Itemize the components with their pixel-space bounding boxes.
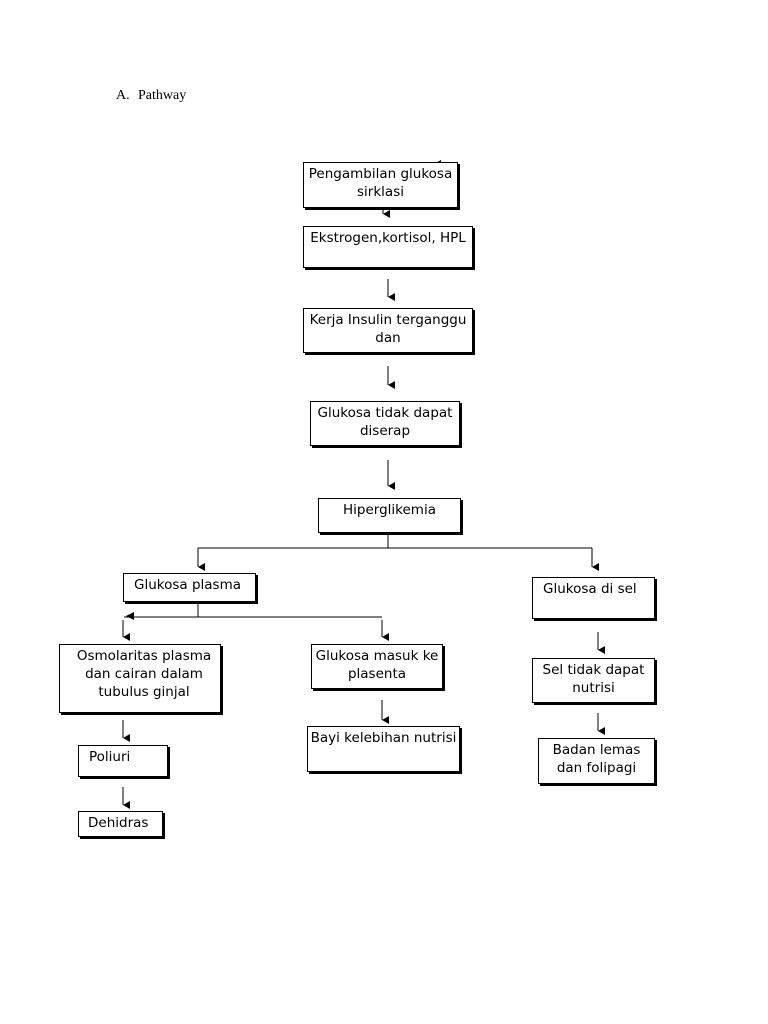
node-glukosa-plasma-label: Glukosa plasma	[134, 577, 242, 593]
node-bayi-kelebihan-nutrisi: Bayi kelebihan nutrisi	[307, 726, 460, 772]
node-glukosa-plasma: Glukosa plasma	[123, 573, 256, 602]
node-osmolaritas: Osmolaritas plasma dan cairan dalam tubu…	[59, 644, 221, 713]
node-badan-lemas: Badan lemas dan folipagi	[538, 738, 655, 784]
node-glukosa-masuk-label: Glukosa masuk ke plasenta	[315, 648, 439, 682]
node-bayi-label: Bayi kelebihan nutrisi	[310, 730, 457, 746]
node-glukosa-di-sel: Glukosa di sel	[532, 577, 655, 619]
node-kerja-insulin-label: Kerja Insulin terganggu dan	[309, 312, 467, 346]
node-glukosa-tidak-diserap: Glukosa tidak dapat diserap	[310, 401, 460, 446]
node-dehidras: Dehidras	[78, 811, 163, 837]
node-badan-lemas-label: Badan lemas dan folipagi	[552, 742, 641, 776]
heading-text: Pathway	[138, 88, 187, 103]
left-arrowhead-plasma	[126, 612, 134, 620]
node-dehidras-label: Dehidras	[88, 815, 149, 831]
node-poliuri: Poliuri	[78, 745, 168, 777]
node-osmolaritas-label: Osmolaritas plasma dan cairan dalam tubu…	[76, 648, 212, 700]
node-kerja-insulin: Kerja Insulin terganggu dan	[303, 308, 473, 353]
node-pengambilan-glukosa: Pengambilan glukosa sirklasi	[303, 162, 458, 208]
node-hiperglikemia: Hiperglikemia	[318, 498, 461, 533]
node-glukosa-masuk-plasenta: Glukosa masuk ke plasenta	[311, 644, 443, 689]
node-pengambilan-label: Pengambilan glukosa sirklasi	[308, 166, 453, 200]
node-hiperglikemia-label: Hiperglikemia	[343, 502, 436, 518]
node-poliuri-label: Poliuri	[89, 749, 131, 765]
node-ekstrogen: Ekstrogen,kortisol, HPL	[303, 226, 473, 268]
node-ekstrogen-label: Ekstrogen,kortisol, HPL	[310, 230, 466, 246]
page-heading: A. Pathway	[116, 88, 186, 104]
node-sel-tidak-label: Sel tidak dapat nutrisi	[542, 662, 645, 696]
node-glukosa-tidak-label: Glukosa tidak dapat diserap	[317, 405, 453, 439]
heading-letter: A.	[116, 88, 130, 103]
node-glukosa-di-sel-label: Glukosa di sel	[543, 581, 637, 597]
node-sel-tidak-nutrisi: Sel tidak dapat nutrisi	[532, 658, 655, 703]
